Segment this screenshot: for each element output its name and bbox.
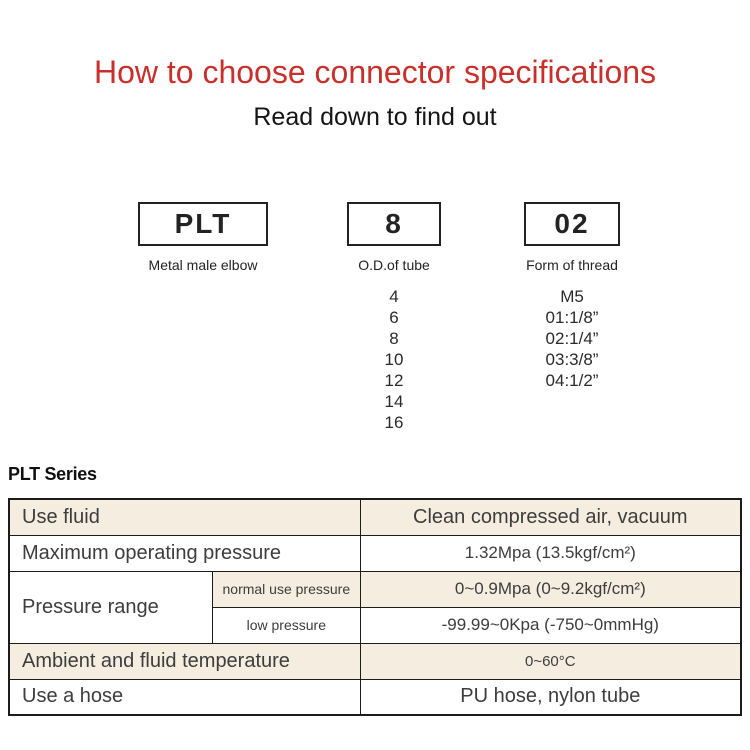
table-row-max-pressure: Maximum operating pressure 1.32Mpa (13.5… bbox=[8, 534, 742, 572]
code-column-tube: 8 O.D.of tube bbox=[347, 202, 441, 273]
row-label-use-fluid: Use fluid bbox=[8, 498, 361, 536]
table-row-pressure-normal: Pressure range normal use pressure 0~0.9… bbox=[8, 570, 742, 644]
thread-form-option: M5 bbox=[560, 287, 584, 306]
tube-size-option: 4 bbox=[389, 287, 399, 306]
code-column-series: PLT Metal male elbow bbox=[138, 202, 268, 273]
table-row-hose: Use a hose PU hose, nylon tube bbox=[8, 678, 742, 716]
tube-size-option: 14 bbox=[384, 392, 404, 411]
tube-size-option: 6 bbox=[389, 308, 399, 327]
row-value-temperature: 0~60°C bbox=[359, 642, 742, 680]
code-box-series: PLT bbox=[138, 202, 268, 246]
thread-form-option: 01:1/8” bbox=[545, 308, 599, 327]
tube-size-option: 16 bbox=[384, 413, 404, 432]
table-row-use-fluid: Use fluid Clean compressed air, vacuum bbox=[8, 498, 742, 536]
row-value-use-fluid: Clean compressed air, vacuum bbox=[359, 498, 742, 536]
sub-label-low-pressure: low pressure bbox=[212, 606, 361, 644]
thread-form-option: 03:3/8” bbox=[545, 350, 599, 369]
spec-table: Use fluid Clean compressed air, vacuum M… bbox=[8, 498, 742, 716]
row-value-low-pressure: -99.99~0Kpa (-750~0mmHg) bbox=[359, 606, 742, 644]
table-row-temperature: Ambient and fluid temperature 0~60°C bbox=[8, 642, 742, 680]
thread-form-option-list: M5 01:1/8” 02:1/4” 03:3/8” 04:1/2” bbox=[512, 286, 632, 391]
tube-size-option: 10 bbox=[384, 350, 404, 369]
tube-size-option: 8 bbox=[389, 329, 399, 348]
table-row-pressure-low: low pressure -99.99~0Kpa (-750~0mmHg) bbox=[9, 606, 742, 644]
row-label-temperature: Ambient and fluid temperature bbox=[8, 642, 361, 680]
code-box-tube: 8 bbox=[347, 202, 441, 246]
row-value-max-pressure: 1.32Mpa (13.5kgf/cm²) bbox=[359, 534, 742, 572]
code-box-thread: 02 bbox=[524, 202, 620, 246]
row-label-max-pressure: Maximum operating pressure bbox=[8, 534, 361, 572]
code-label-thread: Form of thread bbox=[526, 257, 618, 273]
code-label-tube: O.D.of tube bbox=[358, 257, 430, 273]
series-heading: PLT Series bbox=[8, 464, 97, 484]
row-value-normal-pressure: 0~0.9Mpa (0~9.2kgf/cm²) bbox=[359, 570, 742, 608]
thread-form-option: 04:1/2” bbox=[545, 371, 599, 390]
tube-size-option-list: 4 6 8 10 12 14 16 bbox=[347, 286, 441, 433]
page-subtitle: Read down to find out bbox=[253, 103, 497, 131]
row-label-hose: Use a hose bbox=[8, 678, 361, 716]
row-value-hose: PU hose, nylon tube bbox=[359, 678, 742, 716]
sub-label-normal-pressure: normal use pressure bbox=[212, 570, 361, 608]
code-column-thread: 02 Form of thread bbox=[524, 202, 620, 273]
page-title: How to choose connector specifications bbox=[93, 54, 657, 90]
code-label-series: Metal male elbow bbox=[148, 257, 258, 273]
row-label-pressure-range: Pressure range bbox=[8, 570, 214, 644]
tube-size-option: 12 bbox=[384, 371, 404, 390]
thread-form-option: 02:1/4” bbox=[545, 329, 599, 348]
